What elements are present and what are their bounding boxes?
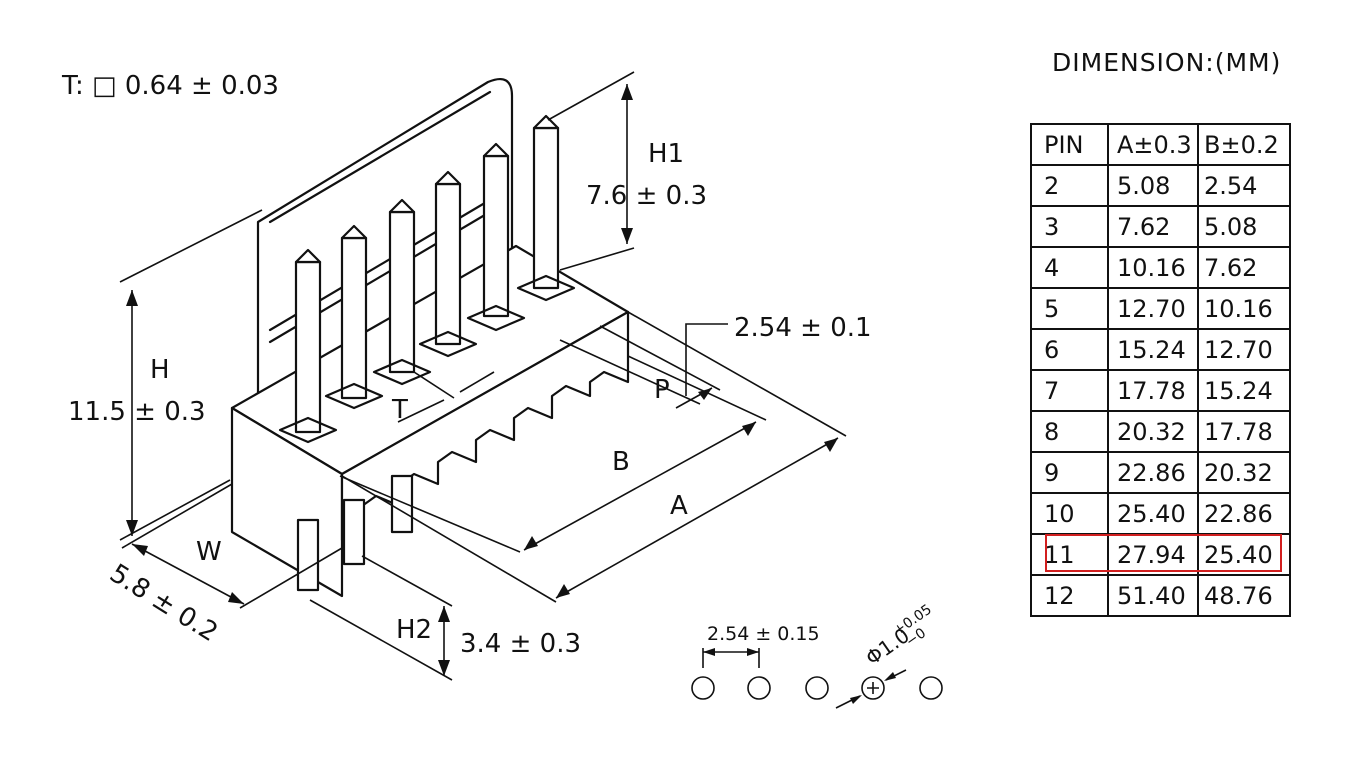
h1-label: H1: [648, 139, 684, 169]
table-row: 2 5.08 2.54: [1030, 164, 1291, 207]
h2-value: 3.4 ± 0.3: [460, 629, 581, 659]
header-a: A±0.3: [1107, 123, 1199, 166]
a-label: A: [670, 491, 688, 521]
cell-pin: 9: [1030, 451, 1109, 494]
w-value: 5.8 ± 0.2: [104, 558, 223, 648]
hole-5: [919, 676, 943, 700]
header-b: B±0.2: [1197, 123, 1291, 166]
table-row: 9 22.86 20.32: [1030, 451, 1291, 494]
cell-b: 22.86: [1197, 492, 1291, 535]
cell-a: 12.70: [1107, 287, 1199, 330]
cell-pin: 3: [1030, 205, 1109, 248]
cell-b: 10.16: [1197, 287, 1291, 330]
pin-6: [516, 114, 576, 302]
hole-4: [861, 676, 885, 700]
hole-pattern: 2.54 ± 0.15 Φ1.0 +0.05 −0: [691, 602, 943, 709]
cell-pin: 6: [1030, 328, 1109, 371]
cell-a: 20.32: [1107, 410, 1199, 453]
cell-b: 17.78: [1197, 410, 1291, 453]
dimension-pitch: 2.54 ± 0.1 P: [559, 313, 872, 409]
h-label: H: [150, 355, 170, 385]
table-header-row: PIN A±0.3 B±0.2: [1030, 123, 1291, 166]
dimension-h1: H1 7.6 ± 0.3: [547, 71, 707, 271]
hole-3: [805, 676, 829, 700]
table-row: 6 15.24 12.70: [1030, 328, 1291, 371]
cell-a: 17.78: [1107, 369, 1199, 412]
hole-2: [747, 676, 771, 700]
table-row: 12 51.40 48.76: [1030, 574, 1291, 617]
p-label: P: [654, 375, 670, 405]
pin-1: [278, 248, 338, 592]
dimension-a: A: [341, 311, 847, 603]
cell-b: 7.62: [1197, 246, 1291, 289]
cell-pin: 4: [1030, 246, 1109, 289]
dimension-table: PIN A±0.3 B±0.2 2 5.08 2.54 3 7.62 5.08 …: [1030, 123, 1291, 617]
table-row-highlighted: 10 25.40 22.86: [1030, 492, 1291, 535]
cell-b: 48.76: [1197, 574, 1291, 617]
pitch-value: 2.54 ± 0.1: [734, 313, 872, 343]
cell-pin: 11: [1030, 533, 1109, 576]
pin-2: [324, 224, 384, 566]
cell-a: 22.86: [1107, 451, 1199, 494]
pin-5: [466, 142, 526, 332]
cell-b: 2.54: [1197, 164, 1291, 207]
dimension-h2: H2 3.4 ± 0.3: [309, 555, 581, 681]
cell-pin: 8: [1030, 410, 1109, 453]
cell-pin: 5: [1030, 287, 1109, 330]
h2-label: H2: [396, 615, 432, 645]
header-pin: PIN: [1030, 123, 1109, 166]
w-label: W: [196, 537, 222, 567]
b-label: B: [612, 447, 630, 477]
t-label: T: [391, 395, 408, 425]
h-value: 11.5 ± 0.3: [68, 397, 206, 427]
cell-a: 5.08: [1107, 164, 1199, 207]
dimension-table-title: DIMENSION:(MM): [1052, 48, 1282, 77]
pin-3: [372, 198, 432, 534]
table-row: 8 20.32 17.78: [1030, 410, 1291, 453]
cell-b: 12.70: [1197, 328, 1291, 371]
cell-a: 15.24: [1107, 328, 1199, 371]
cell-a: 51.40: [1107, 574, 1199, 617]
cell-b: 20.32: [1197, 451, 1291, 494]
cell-pin: 10: [1030, 492, 1109, 535]
dimension-b: B: [339, 355, 767, 553]
thickness-note: T: □ 0.64 ± 0.03: [61, 71, 279, 101]
cell-b: 15.24: [1197, 369, 1291, 412]
row-highlight-box: [1045, 534, 1282, 572]
table-row: 7 17.78 15.24: [1030, 369, 1291, 412]
table-row: 5 12.70 10.16: [1030, 287, 1291, 330]
dimension-h: H 11.5 ± 0.3: [68, 209, 263, 541]
h1-value: 7.6 ± 0.3: [586, 181, 707, 211]
hole-1: [691, 676, 715, 700]
cell-pin: 7: [1030, 369, 1109, 412]
table-row: 3 7.62 5.08: [1030, 205, 1291, 248]
cell-pin: 12: [1030, 574, 1109, 617]
cell-b: 5.08: [1197, 205, 1291, 248]
pin-4: [418, 170, 478, 358]
cell-a: 7.62: [1107, 205, 1199, 248]
cell-a: 25.40: [1107, 492, 1199, 535]
dimension-t: T: [391, 371, 495, 425]
hole-pitch: 2.54 ± 0.15: [707, 623, 820, 645]
cell-pin: 2: [1030, 164, 1109, 207]
cell-a: 10.16: [1107, 246, 1199, 289]
table-row: 4 10.16 7.62: [1030, 246, 1291, 289]
